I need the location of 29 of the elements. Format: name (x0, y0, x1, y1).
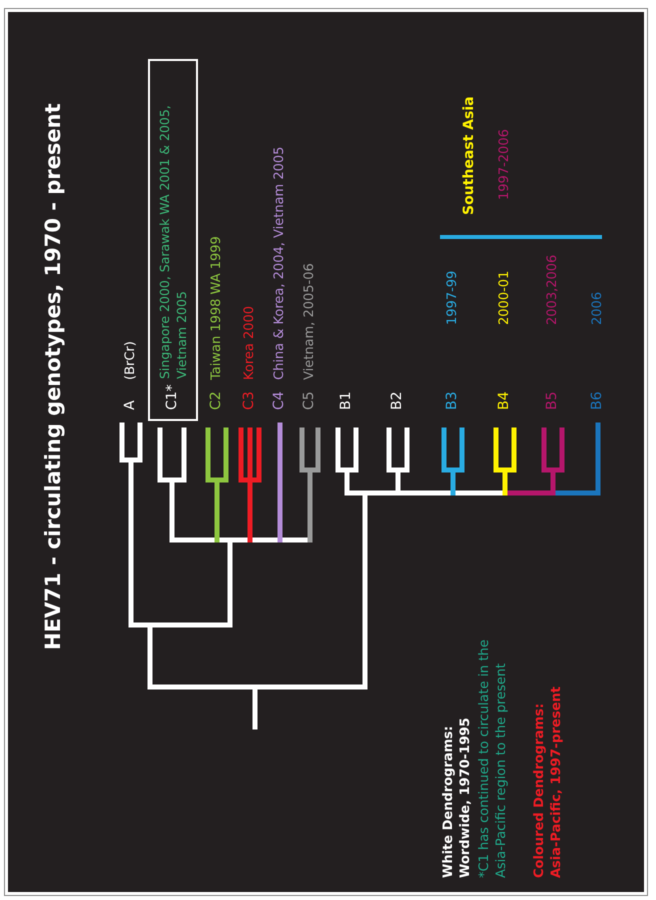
clade-label: B6 (589, 391, 606, 410)
strain-note: China & Korea, 2004, Vietnam 2005 (271, 146, 288, 380)
clade-label: C4 (271, 391, 288, 410)
strain-note: (BrCr) (122, 341, 139, 380)
clade-label: B5 (544, 391, 561, 410)
year-note: 2000-01 (496, 270, 513, 325)
highlight-box (148, 59, 198, 421)
year-note: 2006 (589, 292, 606, 325)
strain-note: Singapore 2000, Sarawak WA 2001 & 2005, Vietnam 2005 (156, 104, 190, 379)
region-label: Southeast Asia (461, 96, 478, 215)
clade-label: B2 (389, 391, 406, 410)
legend-note: Coloured Dendrograms: Asia-Pacific, 1997-present (531, 686, 565, 878)
year-note: 1997-99 (444, 270, 461, 325)
year-note: 1997-2006 (496, 129, 513, 200)
clade-label: B1 (338, 391, 355, 410)
legend-note: White Dendrograms: Wordwide, 1970-1995 (440, 716, 474, 878)
clade-label: C2 (208, 391, 225, 410)
clade-label: A (122, 400, 139, 410)
diagram-title: HEV71 - circulating genotypes, 1970 - present (40, 103, 66, 650)
strain-note: Korea 2000 (241, 306, 258, 380)
clade-label: C1* (164, 384, 181, 410)
clade-label: B3 (444, 391, 461, 410)
strain-note: Vietnam, 2005-06 (301, 263, 318, 380)
strain-note: Taiwan 1998 WA 1999 (208, 236, 225, 380)
clade-label: C5 (301, 391, 318, 410)
clade-label: C3 (241, 391, 258, 410)
year-note: 2003,2006 (544, 254, 561, 325)
legend-note: *C1 has continued to circulate in the Asia-Pacific region to the present (476, 638, 510, 878)
clade-label: B4 (496, 391, 513, 410)
